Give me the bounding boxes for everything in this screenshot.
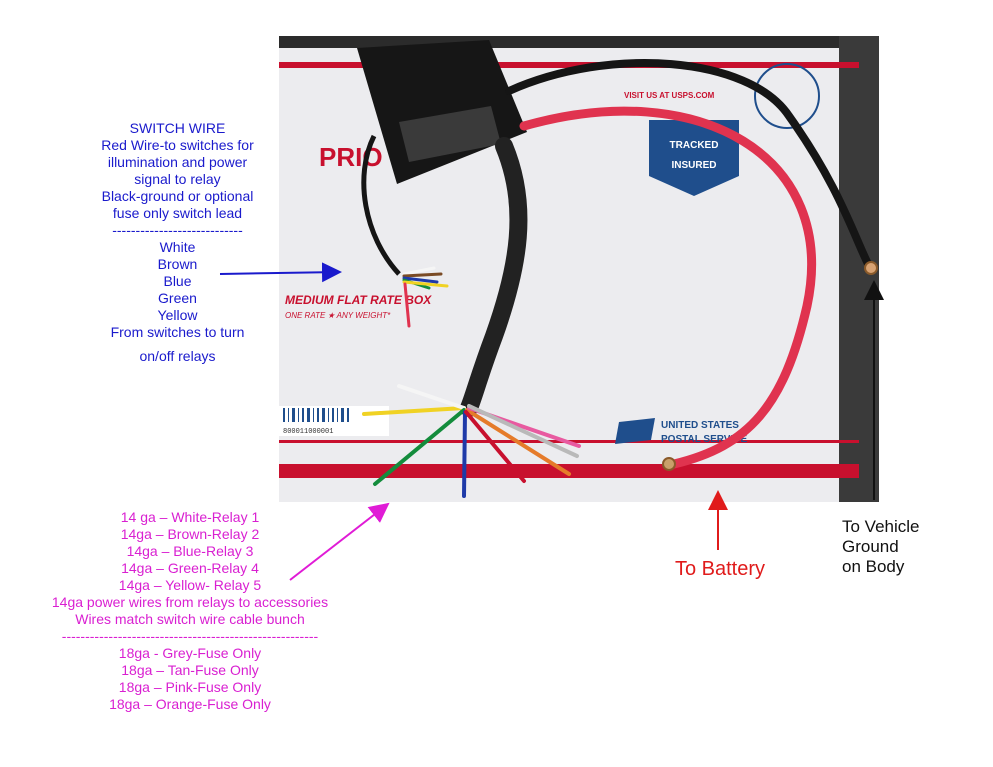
svg-text:INSURED: INSURED (671, 160, 716, 171)
battery-label: To Battery (674, 558, 766, 580)
relay-divider: ----------------------------------------… (61, 628, 319, 644)
fuse-line: 18ga – Orange-Fuse Only (109, 696, 271, 712)
switch-line: Black-ground or optional (101, 188, 254, 204)
ground-label: To Vehicle Ground on Body (842, 517, 962, 577)
switch-line: Brown (157, 256, 198, 272)
switch-line: fuse only switch lead (112, 205, 243, 221)
switch-line: on/off relays (139, 348, 216, 364)
svg-text:VISIT US AT USPS.COM: VISIT US AT USPS.COM (624, 91, 715, 100)
one-rate-text: ONE RATE ★ ANY WEIGHT* (285, 311, 391, 320)
switch-line: Blue (163, 273, 192, 289)
fuse-line: 18ga – Tan-Fuse Only (121, 662, 259, 678)
ground-line: on Body (842, 557, 905, 576)
relay-line: 14ga – Green-Relay 4 (121, 560, 259, 576)
switch-line: signal to relay (134, 171, 221, 187)
switch-line: SWITCH WIRE (129, 120, 226, 136)
harness-photo: PRIO MEDIUM FLAT RATE BOX ONE RATE ★ ANY… (279, 36, 879, 502)
relay-wires-description: 14 ga – White-Relay 1 14ga – Brown-Relay… (30, 509, 350, 713)
svg-text:UNITED STATES: UNITED STATES (661, 420, 739, 431)
relay-line: Wires match switch wire cable bunch (75, 611, 305, 627)
ground-line: To Vehicle (842, 517, 920, 536)
relay-line: 14ga power wires from relays to accessor… (51, 594, 329, 610)
svg-text:TRACKED: TRACKED (670, 140, 719, 151)
ground-line: Ground (842, 537, 899, 556)
switch-divider: ---------------------------- (112, 222, 243, 238)
fuse-line: 18ga – Pink-Fuse Only (118, 679, 262, 695)
switch-line: Yellow (157, 307, 198, 323)
switch-line: From switches to turn (110, 324, 245, 340)
switch-wire-description: SWITCH WIRE Red Wire-to switches for ill… (70, 120, 285, 365)
svg-text:POSTAL SERVICE: POSTAL SERVICE (661, 434, 747, 445)
svg-text:800011000001: 800011000001 (283, 428, 333, 436)
relay-line: 14ga – Brown-Relay 2 (120, 526, 260, 542)
priority-text: PRIO (319, 142, 383, 172)
relay-line: 14 ga – White-Relay 1 (120, 509, 260, 525)
flat-rate-text: MEDIUM FLAT RATE BOX (285, 293, 432, 307)
fuse-line: 18ga - Grey-Fuse Only (118, 645, 262, 661)
switch-line: Green (158, 290, 197, 306)
switch-line: Red Wire-to switches for (101, 137, 254, 153)
switch-line: White (159, 239, 196, 255)
relay-line: 14ga – Yellow- Relay 5 (118, 577, 262, 593)
relay-line: 14ga – Blue-Relay 3 (126, 543, 254, 559)
switch-line: illumination and power (107, 154, 248, 170)
